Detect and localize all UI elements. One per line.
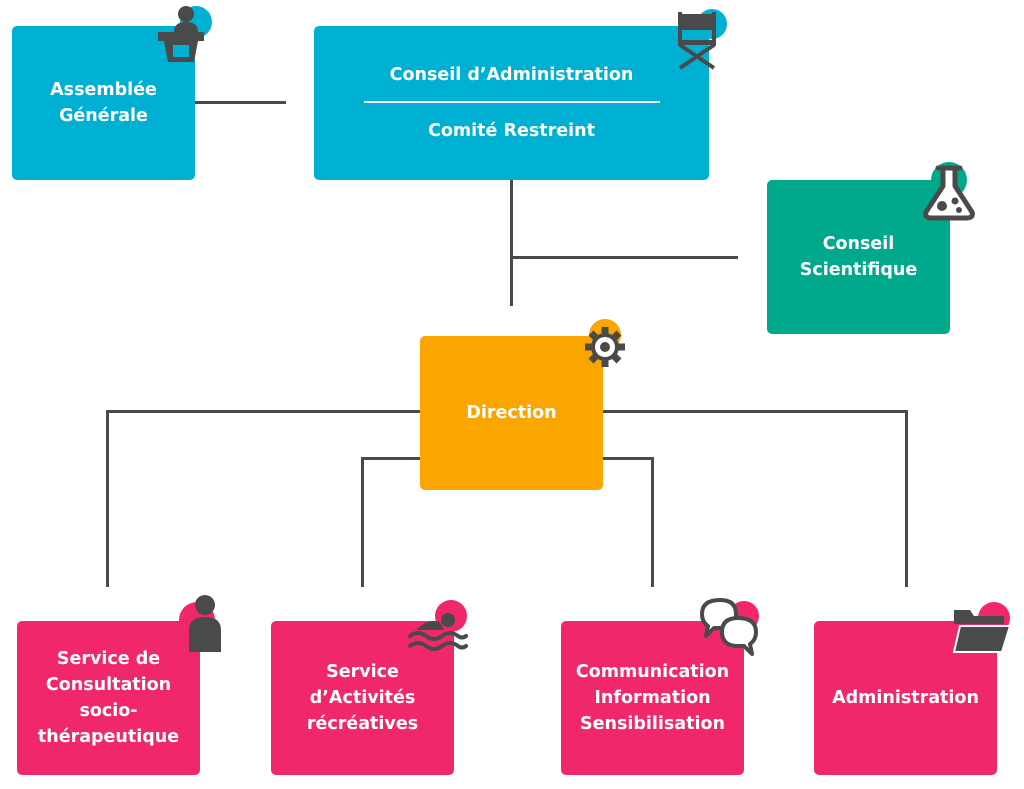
node-communication[interactable]: Communication Information Sensibilisatio… bbox=[561, 621, 744, 775]
connector-left-inner-v bbox=[361, 457, 364, 587]
node-label-line: Communication bbox=[575, 662, 730, 682]
connector-left-outer-h bbox=[106, 410, 422, 413]
node-label-line: Conseil bbox=[822, 234, 895, 254]
node-label-line: Sensibilisation bbox=[580, 714, 725, 734]
connector-left-outer-v bbox=[106, 410, 109, 587]
connector-assemblee-conseil bbox=[195, 101, 286, 104]
node-title: Administration bbox=[832, 688, 979, 708]
podium-speaker-icon bbox=[150, 0, 212, 62]
node-label-line: d’Activités bbox=[309, 688, 416, 708]
node-label-line: Information bbox=[594, 688, 711, 708]
node-label-line: Consultation bbox=[45, 675, 172, 695]
swimmer-icon bbox=[406, 598, 468, 660]
connector-conseil-down bbox=[510, 180, 513, 306]
directors-chair-icon bbox=[668, 8, 730, 70]
node-label-line: Service bbox=[326, 662, 399, 682]
node-assemblee-generale[interactable]: Assemblée Générale bbox=[12, 26, 195, 180]
connector-right-outer-h bbox=[602, 410, 908, 413]
node-label-line: socio- bbox=[79, 701, 138, 721]
node-conseil-scientifique[interactable]: Conseil Scientifique bbox=[767, 180, 950, 334]
node-title: Direction bbox=[466, 403, 557, 423]
node-direction[interactable]: Direction bbox=[420, 336, 603, 490]
node-label-line: récréatives bbox=[306, 714, 419, 734]
connector-right-outer-v bbox=[905, 410, 908, 587]
node-label-line: Scientifique bbox=[799, 260, 918, 280]
connector-right-inner-v bbox=[651, 457, 654, 587]
gear-icon bbox=[575, 315, 637, 377]
node-subtitle: Comité Restreint bbox=[428, 121, 595, 141]
folder-icon bbox=[950, 596, 1012, 658]
connector-to-scientifique bbox=[510, 256, 738, 259]
node-title: Conseil d’Administration bbox=[389, 65, 634, 85]
connector-left-inner-h bbox=[361, 457, 422, 460]
node-label-line: Service de bbox=[56, 649, 161, 669]
chat-bubbles-icon bbox=[698, 596, 760, 658]
node-service-consultation[interactable]: Service de Consultation socio- thérapeut… bbox=[17, 621, 200, 775]
node-label-line: thérapeutique bbox=[37, 727, 180, 747]
node-label-line: Générale bbox=[59, 106, 148, 126]
node-label-line: Assemblée bbox=[50, 80, 157, 100]
connector-right-inner-h bbox=[602, 457, 654, 460]
person-icon bbox=[173, 592, 235, 654]
node-conseil-administration[interactable]: Conseil d’Administration Comité Restrein… bbox=[314, 26, 709, 180]
flask-icon bbox=[918, 158, 980, 221]
title-separator bbox=[363, 101, 660, 103]
